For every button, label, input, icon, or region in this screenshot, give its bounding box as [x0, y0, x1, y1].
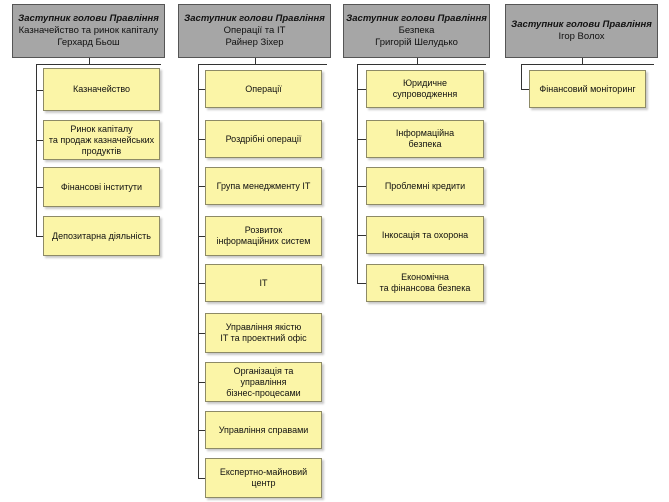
deputy-name: Герхард Бьош [57, 37, 120, 48]
unit-label: Юридичне супроводження [392, 78, 458, 99]
deputy-department: Операції та IT [223, 25, 286, 36]
unit-label: Інкосація та охорона [381, 229, 469, 240]
connector-branch [357, 139, 366, 140]
connector-branch [198, 478, 205, 479]
connector-branch [521, 89, 529, 90]
connector-spine [36, 64, 37, 236]
unit-label: Проблемні кредити [384, 180, 466, 191]
unit-label: Роздрібні операції [225, 133, 302, 144]
deputy-name: Райнер Зіхер [225, 37, 284, 48]
deputy-department: Безпека [398, 25, 435, 36]
connector-branch [357, 89, 366, 90]
deputy-title: Заступник голови Правління [346, 13, 487, 24]
unit-box: Роздрібні операції [205, 120, 322, 158]
header-divider [521, 64, 654, 65]
unit-label: Казначейство [72, 84, 131, 94]
connector-branch [198, 283, 205, 284]
header-divider [198, 64, 327, 65]
connector-branch [198, 236, 205, 237]
unit-label: IT [259, 277, 268, 288]
unit-box: IT [205, 264, 322, 302]
unit-label: Депозитарна діяльність [52, 230, 151, 241]
unit-label: Група менеджменту IT [216, 180, 311, 191]
unit-box: Управління справами [205, 411, 322, 449]
unit-box: Група менеджменту IT [205, 167, 322, 205]
connector-branch [198, 89, 205, 90]
connector-spine [198, 64, 199, 478]
unit-box: Депозитарна діяльність [43, 216, 160, 256]
connector-branch [198, 186, 205, 187]
connector-branch [357, 283, 366, 284]
unit-box: Фінансовий моніторинг [529, 70, 646, 108]
connector-branch [198, 382, 205, 383]
unit-label: Операції [245, 83, 282, 94]
unit-box: Казначейство [43, 68, 160, 111]
connector-branch [36, 187, 43, 188]
connector-branch [357, 186, 366, 187]
deputy-title: Заступник голови Правління [184, 13, 325, 24]
deputy-title: Заступник голови Правління [18, 13, 159, 24]
unit-box: Операції [205, 70, 322, 108]
header-connector [417, 58, 418, 64]
unit-label: Управління справами [218, 424, 309, 435]
deputy-name: Григорій Шелудько [375, 37, 458, 48]
connector-branch [36, 140, 43, 141]
connector-spine [357, 64, 358, 283]
header-connector [89, 58, 90, 64]
unit-box: Юридичне супроводження [366, 70, 484, 108]
deputy-department: Ігор Волох [558, 31, 605, 42]
connector-spine [521, 64, 522, 89]
unit-box: Проблемні кредити [366, 167, 484, 205]
connector-branch [36, 236, 43, 237]
deputy-department: Казначейство та ринок капіталу [18, 25, 159, 36]
deputy-title: Заступник голови Правління [511, 19, 652, 30]
connector-branch [198, 139, 205, 140]
header-divider [357, 64, 486, 65]
header-connector [255, 58, 256, 64]
connector-branch [198, 333, 205, 334]
unit-box: Фінансові інститути [43, 167, 160, 207]
header-divider [36, 64, 161, 65]
connector-branch [198, 430, 205, 431]
unit-label: Фінансові інститути [60, 181, 143, 192]
header-connector [582, 58, 583, 64]
unit-box: Інкосація та охорона [366, 216, 484, 254]
connector-branch [36, 90, 43, 91]
unit-label: Фінансовий моніторинг [539, 83, 636, 94]
connector-branch [357, 235, 366, 236]
